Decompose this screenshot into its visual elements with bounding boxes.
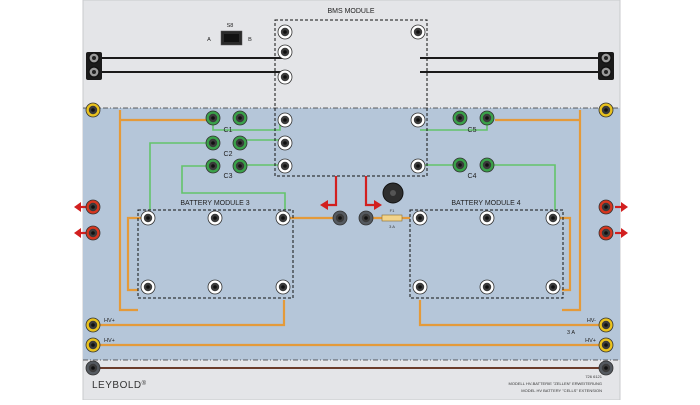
- bms-socket-2[interactable]: [277, 44, 293, 60]
- battery-module-4-box: [409, 209, 564, 299]
- bm4-socket-4[interactable]: [412, 279, 428, 295]
- switch-s8[interactable]: [220, 30, 243, 46]
- battery-module-4-label: BATTERY MODULE 4: [451, 200, 520, 207]
- bm4-socket-5[interactable]: [479, 279, 495, 295]
- cell-c3-socket-a[interactable]: [205, 158, 221, 174]
- red-socket-left-top[interactable]: [85, 199, 101, 215]
- switch-pos-a: A: [207, 37, 211, 43]
- bms-socket-7[interactable]: [277, 158, 293, 174]
- battery-module-3-box: [137, 209, 294, 299]
- bms-socket-8[interactable]: [410, 112, 426, 128]
- bm3-socket-6[interactable]: [275, 279, 291, 295]
- switch-label: S8: [227, 23, 234, 29]
- cell-c2-socket-a[interactable]: [205, 135, 221, 151]
- hv-socket-left-top[interactable]: [85, 317, 101, 333]
- cell-c4-socket-b[interactable]: [479, 157, 495, 173]
- fuse-holder-knob[interactable]: [382, 182, 404, 204]
- terminal-block-left: [86, 52, 102, 80]
- bm3-socket-2[interactable]: [207, 210, 223, 226]
- yellow-socket-top-right[interactable]: [598, 102, 614, 118]
- bm4-socket-2[interactable]: [479, 210, 495, 226]
- blue-panel-area: [83, 108, 620, 360]
- bms-socket-6[interactable]: [277, 135, 293, 151]
- cell-c3-socket-b[interactable]: [232, 158, 248, 174]
- terminal-block-right: [598, 52, 614, 80]
- brown-socket-right[interactable]: [598, 360, 614, 376]
- cell-label-c1: C1: [224, 127, 233, 134]
- fuse-code-bottom: 3 A: [389, 224, 395, 229]
- bm4-socket-6[interactable]: [545, 279, 561, 295]
- bm3-socket-4[interactable]: [140, 279, 156, 295]
- footer-text-de: MODELL HV-BATTERIE "ZELLEN" ERWEITERUNG: [509, 381, 602, 386]
- footer-part-number: 726 6121: [585, 374, 602, 379]
- cell-c1-socket-b[interactable]: [232, 110, 248, 126]
- socket-group: [85, 24, 614, 376]
- cell-c5-socket-a[interactable]: [452, 110, 468, 126]
- black-wires-top: [100, 57, 606, 73]
- switch-pos-b: B: [248, 37, 252, 43]
- hv-label-left-bottom: HV+: [104, 338, 115, 344]
- bms-socket-4[interactable]: [410, 24, 426, 40]
- red-socket-right-bottom[interactable]: [598, 225, 614, 241]
- bms-module-box: [274, 19, 428, 177]
- bm3-socket-3[interactable]: [275, 210, 291, 226]
- hv-socket-right-top[interactable]: [598, 317, 614, 333]
- cell-label-c2: C2: [224, 151, 233, 158]
- battery-module-3-label: BATTERY MODULE 3: [180, 200, 249, 207]
- hv-socket-left-bottom[interactable]: [85, 337, 101, 353]
- red-socket-left-bottom[interactable]: [85, 225, 101, 241]
- hv-label-left-top: HV+: [104, 318, 115, 324]
- bms-socket-1[interactable]: [277, 24, 293, 40]
- link-socket-right[interactable]: [358, 210, 374, 226]
- bms-module-title: BMS MODULE: [327, 8, 374, 15]
- cell-c1-socket-a[interactable]: [205, 110, 221, 126]
- bm4-socket-1[interactable]: [412, 210, 428, 226]
- bm3-socket-5[interactable]: [207, 279, 223, 295]
- bm4-socket-3[interactable]: [545, 210, 561, 226]
- fuse-code-top: F1: [390, 208, 395, 213]
- cell-label-c4: C4: [468, 173, 477, 180]
- cell-c5-socket-b[interactable]: [479, 110, 495, 126]
- fuse-f1: [381, 214, 403, 222]
- link-socket-left[interactable]: [332, 210, 348, 226]
- orange-wires: [93, 110, 606, 347]
- hv-socket-right-bottom[interactable]: [598, 337, 614, 353]
- cell-label-c5: C5: [468, 127, 477, 134]
- hv-label-right-top: HV-: [587, 318, 596, 324]
- cell-c2-socket-b[interactable]: [232, 135, 248, 151]
- yellow-socket-top-left[interactable]: [85, 102, 101, 118]
- bms-socket-5[interactable]: [277, 112, 293, 128]
- fuse-rating-label: 3 A: [567, 330, 575, 336]
- bms-socket-3[interactable]: [277, 69, 293, 85]
- brand-logo: LEYBOLD®: [92, 380, 147, 391]
- cell-label-c3: C3: [224, 173, 233, 180]
- red-socket-right-top[interactable]: [598, 199, 614, 215]
- footer-text-en: MODEL HV BATTERY "CELLS" EXTENSION: [521, 388, 602, 393]
- brown-socket-left[interactable]: [85, 360, 101, 376]
- bm3-socket-1[interactable]: [140, 210, 156, 226]
- hv-label-right-bottom: HV+: [585, 338, 596, 344]
- bms-socket-9[interactable]: [410, 158, 426, 174]
- cell-c4-socket-a[interactable]: [452, 157, 468, 173]
